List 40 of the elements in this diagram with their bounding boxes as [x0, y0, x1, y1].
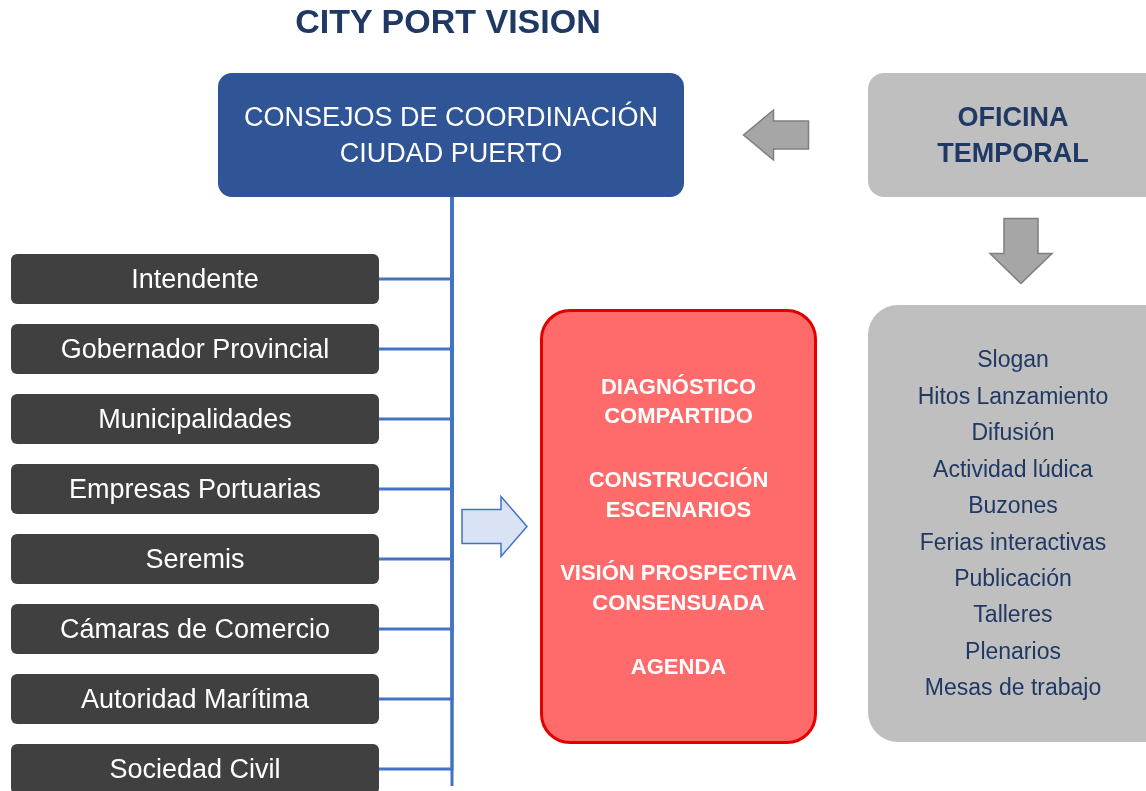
box-label: Intendente: [131, 262, 259, 296]
member-box: [11, 604, 379, 654]
activity-item: Actividad lúdica: [933, 454, 1093, 484]
activity-item: Publicación: [954, 563, 1072, 593]
activity-item: Plenarios: [965, 636, 1061, 666]
activity-item: Difusión: [971, 418, 1055, 448]
outcome-text: CONSTRUCCIÓN ESCENARIOS: [587, 465, 770, 524]
activity-item: Talleres: [973, 600, 1053, 630]
box-label: Cámaras de Comercio: [59, 612, 331, 646]
outcome-text: DIAGNÓSTICO COMPARTIDO: [599, 372, 758, 431]
member-box: [11, 744, 379, 791]
block-arrow: [742, 108, 810, 162]
member-box: [11, 464, 379, 514]
member-box: [11, 254, 379, 304]
activities-box: [868, 305, 1146, 742]
activity-item: Slogan: [977, 345, 1049, 375]
box-label: Gobernador Provincial: [60, 332, 330, 366]
member-box: [11, 674, 379, 724]
activity-item: Hitos Lanzamiento: [917, 381, 1109, 411]
outcomes-box: [540, 309, 817, 744]
box-label: Municipalidades: [98, 402, 292, 436]
activity-item: Ferias interactivas: [919, 527, 1107, 557]
member-box: [11, 324, 379, 374]
diagram-title: CITY PORT VISION: [294, 2, 602, 41]
outcome-text: VISIÓN PROSPECTIVA CONSENSUADA: [559, 559, 798, 618]
member-box: [11, 534, 379, 584]
block-arrow: [988, 217, 1054, 285]
outcome-text: AGENDA: [630, 652, 727, 681]
box-label: Empresas Portuarias: [68, 472, 322, 506]
member-box: [11, 394, 379, 444]
box-label: Sociedad Civil: [109, 752, 281, 786]
box-label: Seremis: [145, 542, 245, 576]
box-label: CONSEJOS DE COORDINACIÓN CIUDAD PUERTO: [242, 100, 659, 170]
block-arrow: [461, 494, 528, 559]
activity-item: Buzones: [968, 491, 1058, 521]
council-box: [218, 73, 684, 197]
box-label: Autoridad Marítima: [80, 682, 310, 716]
box-label: OFICINA TEMPORAL: [936, 100, 1090, 170]
activity-item: Mesas de trabajo: [924, 673, 1102, 703]
office-box: [868, 73, 1146, 197]
